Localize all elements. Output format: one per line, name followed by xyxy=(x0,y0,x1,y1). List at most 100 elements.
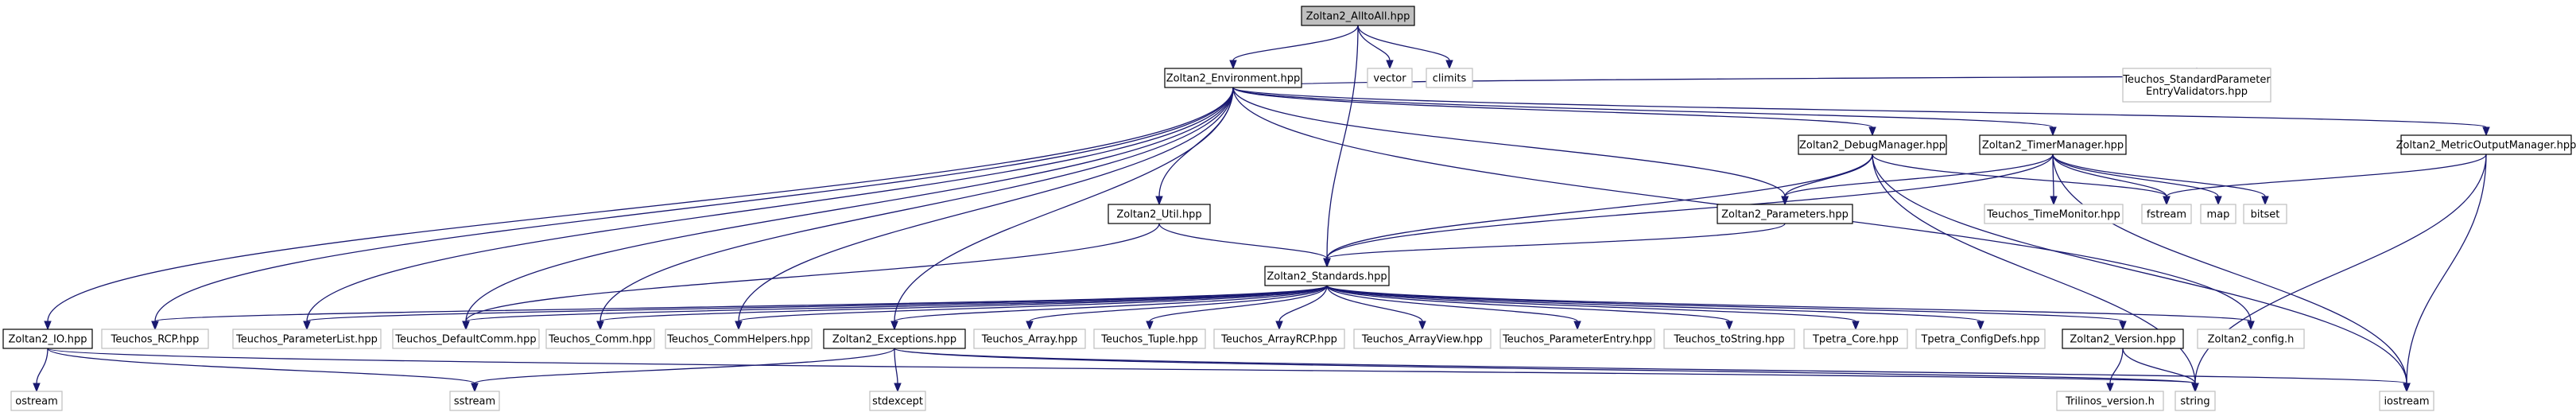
edge-debugmanager-to-fstream xyxy=(1872,154,2171,206)
node-label: Teuchos_Tuple.hpp xyxy=(1100,334,1198,346)
edge-environment-to-io xyxy=(44,87,1234,331)
node-box xyxy=(2197,329,2305,349)
arrowhead-icon xyxy=(2050,196,2058,206)
node-box xyxy=(1108,204,1211,224)
node-environment[interactable]: Zoltan2_Environment.hpp xyxy=(1164,68,1302,88)
edge-line xyxy=(1232,87,1873,128)
edge-standards-to-tostring xyxy=(1326,285,1733,331)
edge-line xyxy=(1326,285,1730,322)
arrowhead-icon xyxy=(596,321,604,331)
node-label: iostream xyxy=(2384,396,2429,408)
node-label: stdexcept xyxy=(872,396,923,408)
node-label: Teuchos_ParameterEntry.hpp xyxy=(1502,334,1652,346)
node-metricoutput[interactable]: Zoltan2_MetricOutputManager.hpp xyxy=(2396,134,2576,155)
edge-line xyxy=(1784,154,1873,197)
edge-line xyxy=(1872,154,2407,384)
edge-line xyxy=(306,87,1234,322)
node-map: map xyxy=(2200,204,2237,224)
node-tuple: Teuchos_Tuple.hpp xyxy=(1093,329,1206,349)
node-arrayrcp: Teuchos_ArrayRCP.hpp xyxy=(1213,329,1345,349)
arrowhead-icon xyxy=(1852,321,1860,331)
edge-timermanager-to-iostream xyxy=(2052,154,2411,393)
node-parameters[interactable]: Zoltan2_Parameters.hpp xyxy=(1717,204,1853,224)
node-label: Zoltan2_TimerManager.hpp xyxy=(1982,140,2124,152)
edge-timermanager-to-parameters xyxy=(1781,154,2054,206)
node-tpetraconfig: Tpetra_ConfigDefs.hpp xyxy=(1915,329,2046,349)
node-box xyxy=(1301,6,1415,26)
node-label: Zoltan2_MetricOutputManager.hpp xyxy=(2396,140,2576,152)
node-label: ostream xyxy=(15,396,58,408)
node-label: string xyxy=(2180,396,2209,408)
node-box xyxy=(2141,204,2192,224)
node-box xyxy=(1915,329,2046,349)
node-box xyxy=(392,329,540,349)
edge-environment-to-debugmanager xyxy=(1232,87,1876,137)
edge-exceptions-to-stdexcept xyxy=(894,348,902,393)
node-label: Zoltan2_AlltoAll.hpp xyxy=(1306,11,1410,23)
edge-line xyxy=(1784,154,2054,197)
edge-standards-to-defaultcomm xyxy=(462,285,1328,331)
edge-exceptions-to-iostream xyxy=(894,348,2411,393)
arrowhead-icon xyxy=(2214,196,2222,206)
node-label: Zoltan2_Exceptions.hpp xyxy=(832,334,956,346)
node-io[interactable]: Zoltan2_IO.hpp xyxy=(2,329,93,349)
node-timermanager[interactable]: Zoltan2_TimerManager.hpp xyxy=(1979,134,2127,155)
node-box xyxy=(2243,204,2287,224)
node-commhelpers: Teuchos_CommHelpers.hpp xyxy=(665,329,813,349)
node-label: map xyxy=(2207,209,2230,221)
node-sstream: sstream xyxy=(449,391,500,411)
arrowhead-icon xyxy=(303,321,311,331)
edge-line xyxy=(1278,285,1328,322)
arrowhead-icon xyxy=(735,321,743,331)
node-tpetracore: Tpetra_Core.hpp xyxy=(1803,329,1908,349)
edge-line xyxy=(465,223,1160,322)
node-box xyxy=(1353,329,1492,349)
node-exceptions[interactable]: Zoltan2_Exceptions.hpp xyxy=(823,329,966,349)
edge-io-to-sstream xyxy=(47,348,479,393)
node-fstream: fstream xyxy=(2141,204,2192,224)
edge-line xyxy=(1029,285,1328,322)
edge-line xyxy=(154,285,1328,322)
edge-line xyxy=(599,87,1234,322)
edge-line xyxy=(2052,154,2167,197)
arrowhead-icon xyxy=(1229,60,1237,70)
edge-line xyxy=(2166,154,2487,197)
edge-io-to-ostream xyxy=(33,348,48,393)
node-box xyxy=(1803,329,1908,349)
node-box xyxy=(665,329,813,349)
node-box xyxy=(973,329,1086,349)
edge-line xyxy=(1326,154,1873,259)
edge-line xyxy=(1326,285,1578,322)
node-label: Teuchos_TimeMonitor.hpp xyxy=(1986,209,2120,221)
edge-line xyxy=(47,348,475,384)
edge-line xyxy=(1326,285,1856,322)
node-util[interactable]: Zoltan2_Util.hpp xyxy=(1108,204,1211,224)
node-box xyxy=(869,391,926,411)
arrowhead-icon xyxy=(1445,60,1453,70)
node-vector: vector xyxy=(1367,68,1413,88)
node-box xyxy=(1213,329,1345,349)
edge-line xyxy=(306,285,1328,322)
node-label: Zoltan2_Version.hpp xyxy=(2070,334,2175,346)
node-rcp: Teuchos_RCP.hpp xyxy=(101,329,209,349)
edge-line xyxy=(894,348,2407,384)
edge-standards-to-arrayrcp xyxy=(1275,285,1328,331)
arrowhead-icon xyxy=(1386,60,1394,70)
node-label: Zoltan2_Environment.hpp xyxy=(1166,73,1300,85)
node-label: Teuchos_Comm.hpp xyxy=(548,334,652,346)
node-version[interactable]: Zoltan2_Version.hpp xyxy=(2062,329,2184,349)
node-iostream: iostream xyxy=(2379,391,2434,411)
node-box xyxy=(232,329,382,349)
node-label: Teuchos_RCP.hpp xyxy=(111,334,200,346)
node-box xyxy=(823,329,966,349)
node-standards[interactable]: Zoltan2_Standards.hpp xyxy=(1264,266,1390,286)
edge-line xyxy=(465,87,1234,322)
edge-standards-to-tpetracore xyxy=(1326,285,1860,331)
edge-line xyxy=(1158,223,1328,259)
node-debugmanager[interactable]: Zoltan2_DebugManager.hpp xyxy=(1798,134,1947,155)
edge-line xyxy=(2194,154,2487,384)
edge-environment-to-metricoutput xyxy=(1232,87,2490,137)
edge-standards-to-version xyxy=(1326,285,2127,331)
